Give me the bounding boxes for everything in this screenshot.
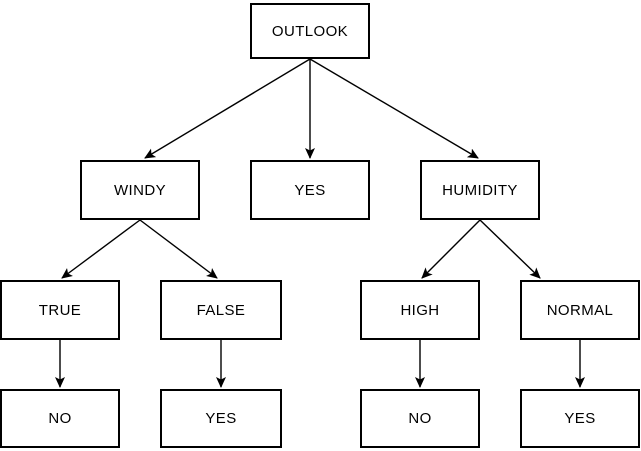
node-high: HIGH: [360, 280, 480, 340]
node-yes-right-label: YES: [564, 410, 596, 427]
node-yes-left-label: YES: [205, 410, 237, 427]
node-no-right-label: NO: [408, 410, 432, 427]
node-normal-label: NORMAL: [546, 301, 614, 319]
node-normal: NORMAL: [520, 280, 640, 340]
node-false-label: FALSE: [196, 301, 246, 319]
node-yes-center: YES: [250, 160, 370, 220]
edge-windy-false: [139, 219, 218, 279]
node-windy: WINDY: [80, 160, 200, 220]
node-true-label: TRUE: [38, 301, 82, 319]
node-false: FALSE: [160, 280, 282, 340]
edge-humidity-high: [421, 219, 481, 279]
node-high-label: HIGH: [400, 301, 440, 319]
node-humidity: HUMIDITY: [420, 160, 540, 220]
node-outlook-label: OUTLOOK: [271, 22, 349, 40]
node-yes-center-label: YES: [294, 181, 326, 199]
node-no-right: NO: [360, 389, 480, 448]
edge-humidity-normal: [479, 219, 541, 279]
node-yes-right: YES: [520, 389, 640, 448]
edge-windy-true: [61, 219, 141, 279]
node-true: TRUE: [0, 280, 120, 340]
node-humidity-label: HUMIDITY: [442, 181, 518, 199]
node-yes-left: YES: [160, 389, 282, 448]
node-no-left: NO: [0, 389, 120, 448]
edge-outlook-humidity: [309, 58, 479, 159]
node-outlook: OUTLOOK: [250, 3, 370, 59]
node-windy-label: WINDY: [114, 181, 166, 199]
node-no-left-label: NO: [48, 410, 72, 427]
edge-outlook-windy: [144, 58, 311, 159]
